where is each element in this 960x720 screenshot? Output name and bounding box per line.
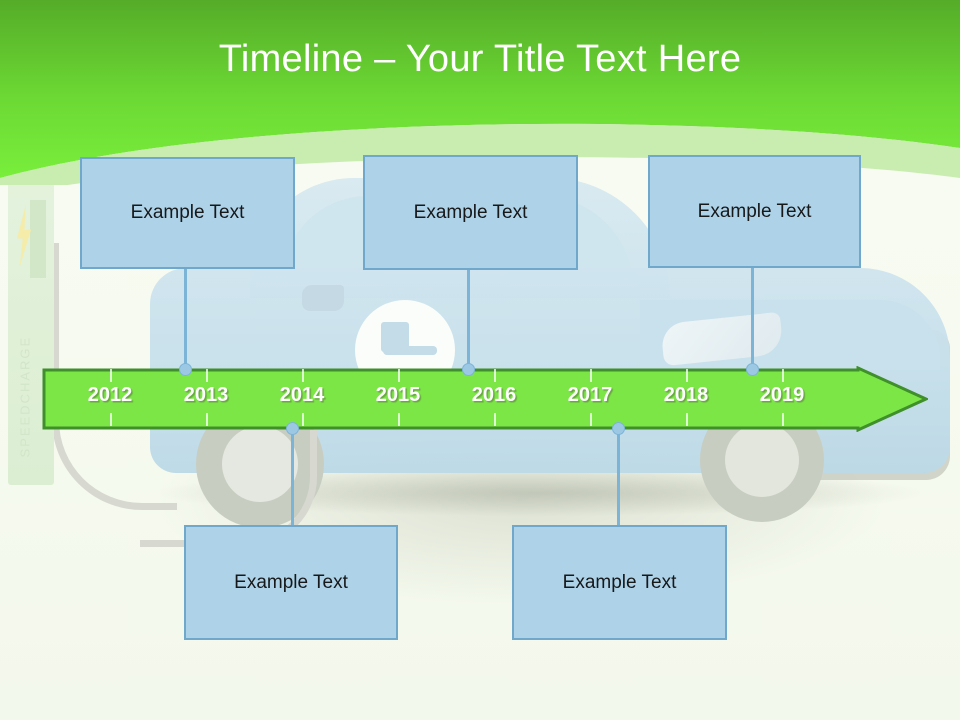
timeline-year-2013: 2013 — [183, 384, 229, 406]
timeline-arrow — [42, 366, 928, 432]
timeline-year-2015: 2015 — [375, 384, 421, 406]
car-side-mirror — [302, 285, 344, 311]
year-tick — [686, 413, 688, 426]
year-tick — [494, 369, 496, 382]
year-tick — [206, 413, 208, 426]
callout-connector-above-3 — [751, 267, 754, 369]
timeline-arrow-shape — [42, 366, 928, 432]
callout-below-2-label: Example Text — [562, 571, 677, 593]
callout-connector-dot-above-3 — [746, 363, 759, 376]
callout-connector-above-1 — [184, 267, 187, 369]
year-tick — [110, 369, 112, 382]
year-tick — [782, 369, 784, 382]
year-tick — [206, 369, 208, 382]
year-tick — [110, 413, 112, 426]
callout-connector-dot-above-2 — [462, 363, 475, 376]
year-tick — [494, 413, 496, 426]
year-tick — [590, 413, 592, 426]
callout-above-3[interactable]: Example Text — [648, 155, 861, 268]
year-tick — [302, 413, 304, 426]
callout-above-2[interactable]: Example Text — [363, 155, 578, 270]
timeline-year-2014: 2014 — [279, 384, 325, 406]
timeline-year-2012: 2012 — [87, 384, 133, 406]
callout-above-3-label: Example Text — [697, 200, 812, 222]
callout-connector-above-2 — [467, 267, 470, 369]
page-title: Timeline – Your Title Text Here — [218, 38, 742, 80]
header-shape — [0, 0, 960, 185]
charger-brand-label: SPEEDCHARGE — [17, 335, 33, 458]
callout-above-1[interactable]: Example Text — [80, 157, 295, 269]
callout-above-2-label: Example Text — [413, 201, 528, 223]
callout-below-1-label: Example Text — [234, 571, 348, 593]
timeline-year-2019: 2019 — [759, 384, 805, 406]
timeline-year-scale: 2012 2013 2014 2015 2016 2017 2018 2019 — [42, 366, 928, 432]
callout-connector-dot-above-1 — [179, 363, 192, 376]
timeline-year-2018: 2018 — [663, 384, 709, 406]
year-tick — [398, 369, 400, 382]
callout-connector-dot-below-2 — [612, 422, 625, 435]
timeline-year-2017: 2017 — [567, 384, 613, 406]
charger-screen — [30, 200, 46, 278]
year-tick — [782, 413, 784, 426]
callout-connector-below-1 — [291, 428, 294, 526]
year-tick — [398, 413, 400, 426]
callout-below-1[interactable]: Example Text — [184, 525, 398, 640]
year-tick — [686, 369, 688, 382]
timeline-year-2016: 2016 — [471, 384, 517, 406]
header-banner: Timeline – Your Title Text Here — [0, 0, 960, 185]
year-tick — [590, 369, 592, 382]
year-tick — [302, 369, 304, 382]
callout-above-1-label: Example Text — [130, 202, 245, 223]
callout-connector-dot-below-1 — [286, 422, 299, 435]
callout-below-2[interactable]: Example Text — [512, 525, 727, 640]
callout-connector-below-2 — [617, 428, 620, 526]
